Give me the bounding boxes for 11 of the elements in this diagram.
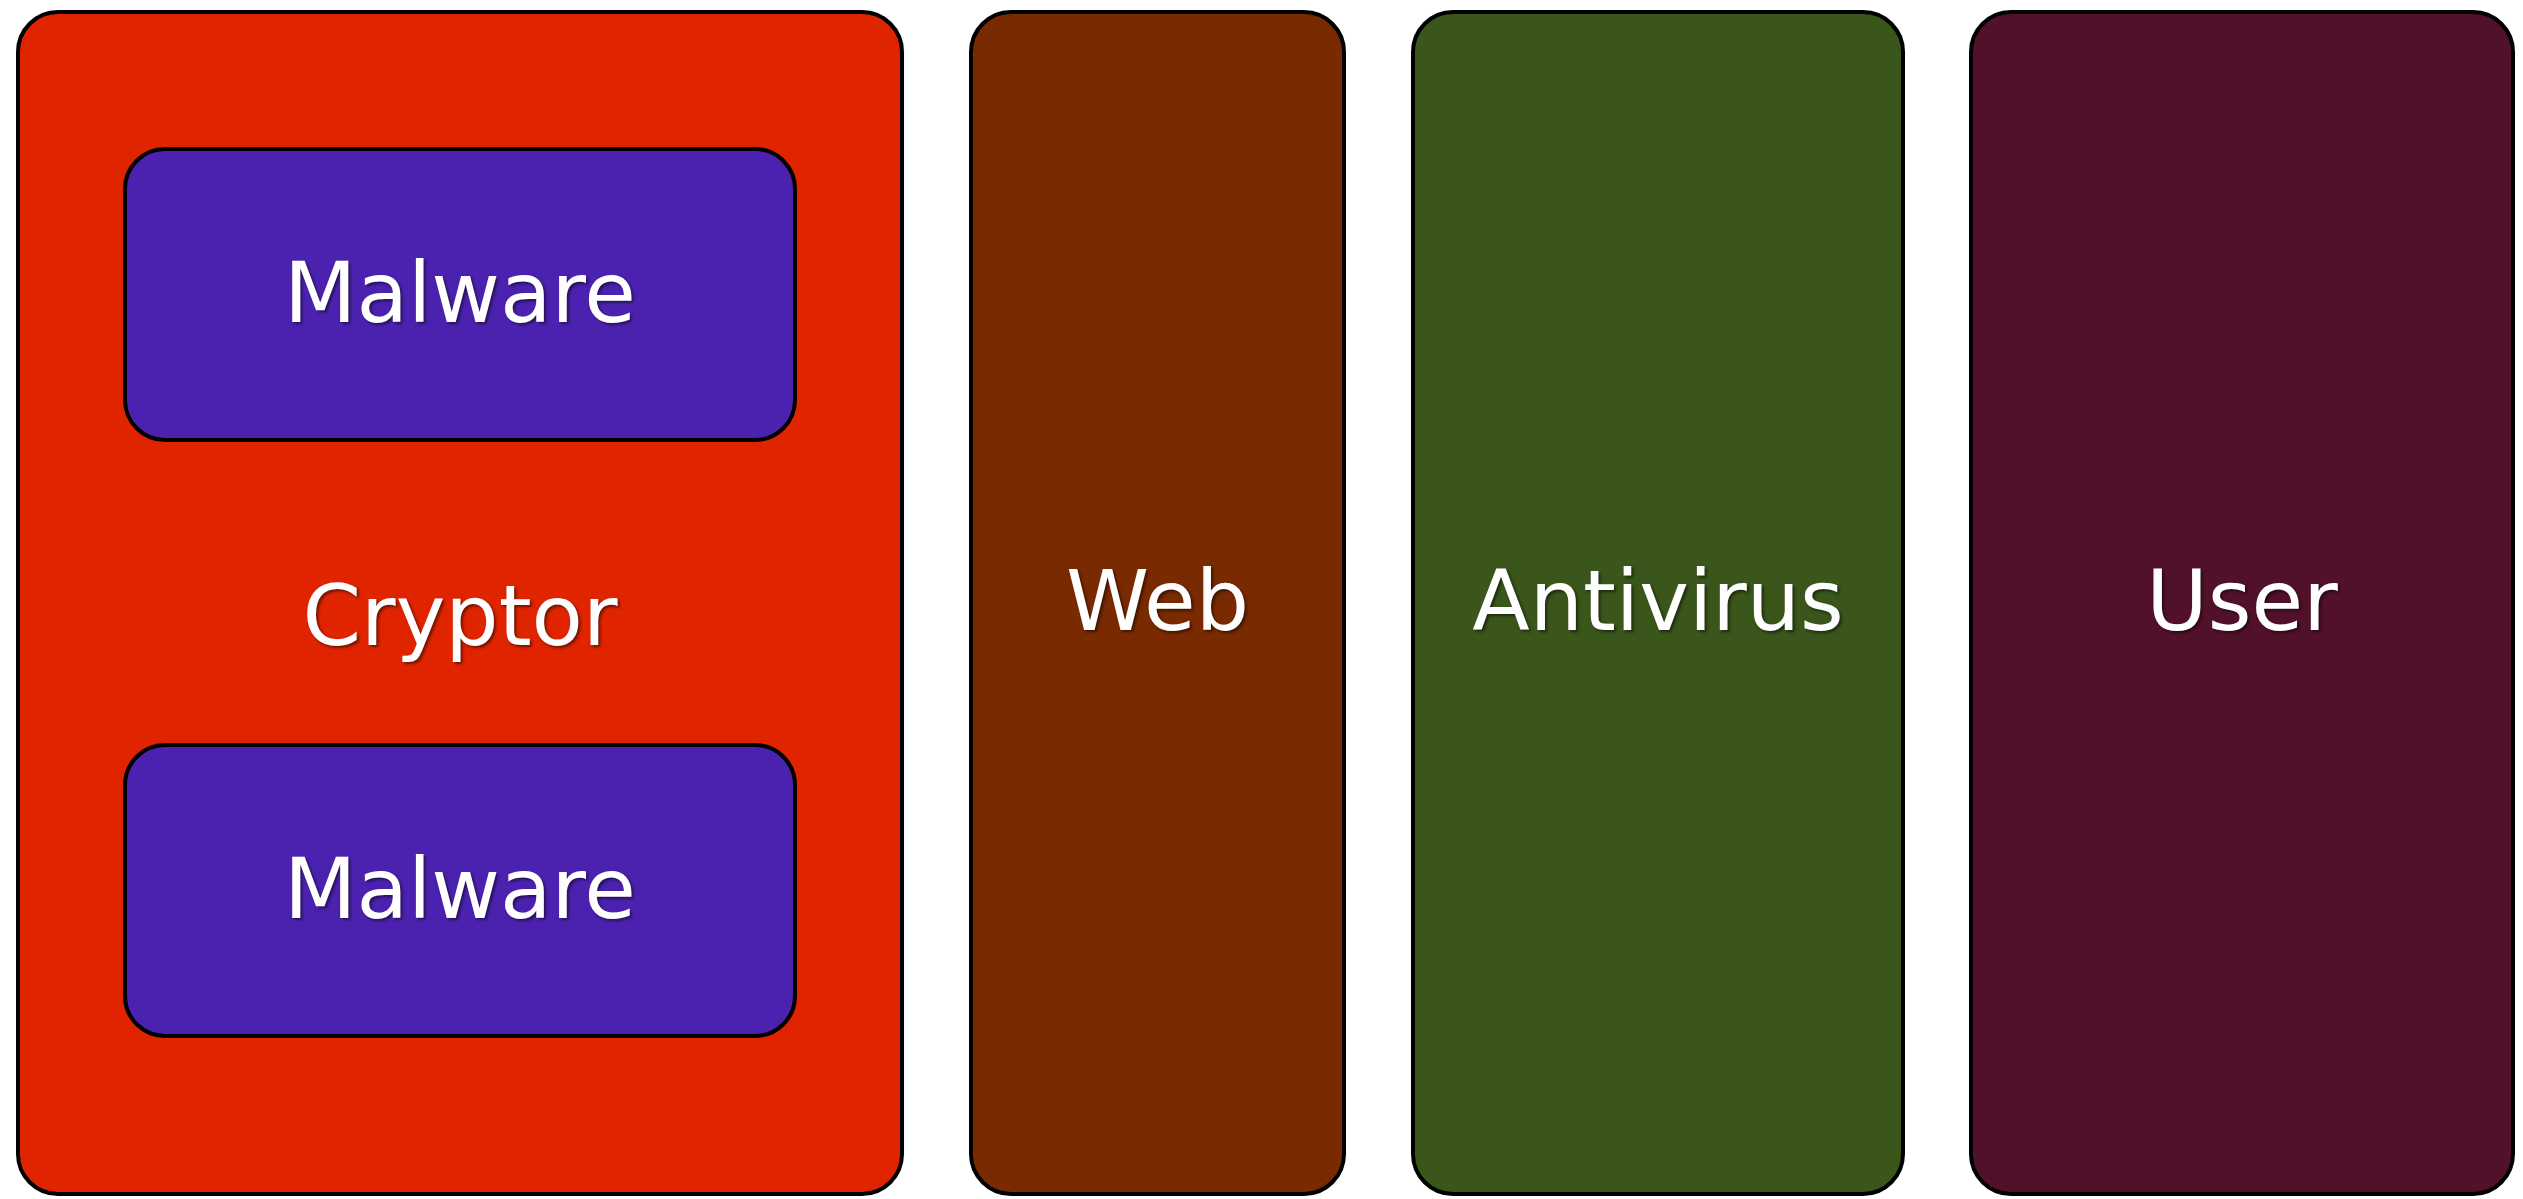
node-label: User (2146, 559, 2338, 643)
node-label: Web (1065, 559, 1250, 643)
group-panel (16, 10, 904, 1196)
node-label: Malware (284, 846, 636, 931)
node-label: Antivirus (1472, 559, 1844, 643)
column-panel (1411, 10, 1905, 1196)
column-panel (969, 10, 1346, 1196)
column-panel (1969, 10, 2515, 1196)
component-box (123, 147, 797, 442)
node-label: Malware (284, 250, 636, 335)
component-box (123, 743, 797, 1038)
